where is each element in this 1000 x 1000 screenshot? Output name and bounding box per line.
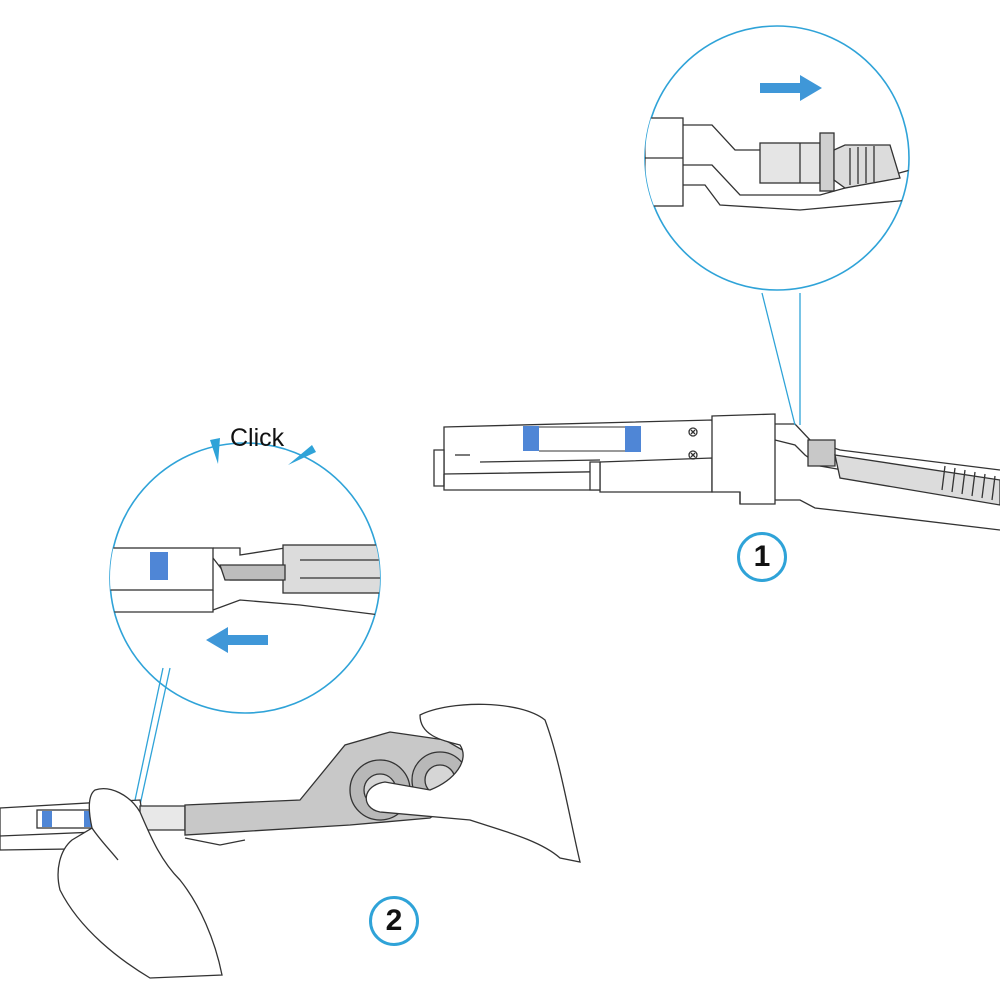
step2-zoom-detail xyxy=(109,442,381,714)
step-2-badge: 2 xyxy=(369,896,419,946)
step-1-badge: 1 xyxy=(737,532,787,582)
arrow-right-icon xyxy=(760,75,822,101)
step1-label-right xyxy=(625,426,641,452)
step2-insertion-tool xyxy=(139,731,481,846)
step1-callout-line xyxy=(761,292,796,426)
click-tick-icon xyxy=(210,438,220,464)
step2-left-hand xyxy=(57,788,223,979)
step2-callout-line xyxy=(133,667,164,806)
step1-zoom-detail xyxy=(644,25,910,291)
step1-label-left xyxy=(523,426,539,451)
step1-pull-tab xyxy=(774,423,1000,531)
arrow-left-icon xyxy=(206,627,268,653)
step1-module xyxy=(433,413,776,505)
step2-right-hand xyxy=(365,703,581,863)
click-label: Click xyxy=(230,424,285,452)
